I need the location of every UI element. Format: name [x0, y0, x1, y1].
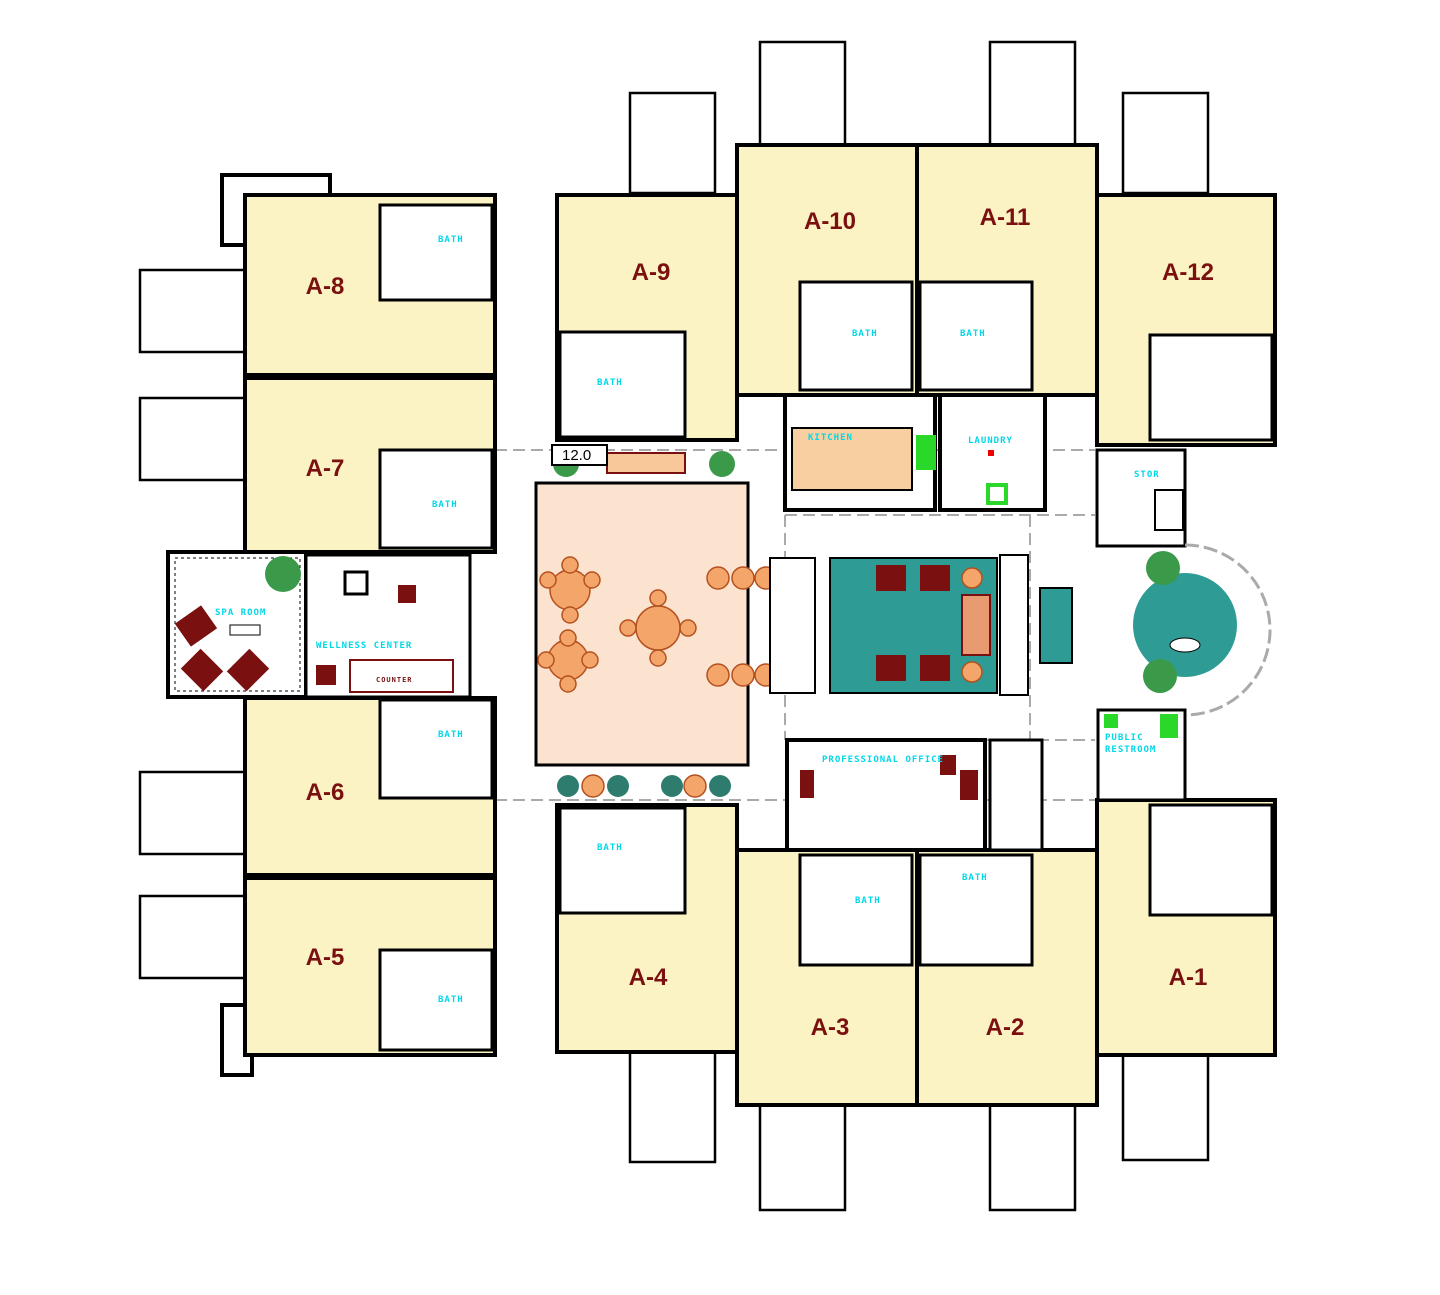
room-labels: BATH BATH BATH BATH BATH BATH BATH BATH …	[215, 235, 1160, 1005]
bath-label: BATH	[432, 500, 458, 510]
unit-label-A-10: A-10	[804, 208, 856, 235]
unit-A-10[interactable]	[735, 143, 919, 397]
restroom-label-1: PUBLIC	[1105, 733, 1144, 743]
bath-label: BATH	[852, 329, 878, 339]
counter-label: COUNTER	[376, 676, 413, 684]
laundry-label: LAUNDRY	[968, 436, 1013, 446]
spa-room-label: SPA ROOM	[215, 608, 266, 618]
unit-label-A-5: A-5	[306, 944, 345, 971]
unit-label-A-11: A-11	[980, 204, 1031, 231]
wellness-center[interactable]	[304, 553, 472, 699]
unit-A-7[interactable]	[243, 376, 497, 554]
unit-labels: A-8 A-7 A-6 A-5 A-9 A-4 A-10 A-11 A-3 A-…	[306, 204, 1214, 1041]
balconies	[138, 40, 1210, 1212]
laundry[interactable]	[938, 393, 1047, 512]
bath-label: BATH	[438, 730, 464, 740]
spa-room[interactable]	[166, 550, 308, 699]
unit-label-A-2: A-2	[986, 1014, 1025, 1041]
unit-A-8[interactable]	[243, 193, 497, 377]
living-room[interactable]	[769, 554, 1073, 696]
bath-label: BATH	[597, 378, 623, 388]
office-label: PROFESSIONAL OFFICE	[822, 755, 944, 765]
bath-label: BATH	[438, 235, 464, 245]
unit-A-4[interactable]	[555, 803, 739, 1054]
unit-label-A-3: A-3	[811, 1014, 850, 1041]
unit-A-5[interactable]	[243, 876, 497, 1057]
unit-A-1[interactable]	[1095, 798, 1277, 1057]
unit-label-A-1: A-1	[1169, 964, 1208, 991]
unit-A-6[interactable]	[243, 696, 497, 877]
unit-label-A-9: A-9	[632, 259, 671, 286]
unit-A-3[interactable]	[735, 848, 919, 1107]
bath-label: BATH	[855, 896, 881, 906]
bath-label: BATH	[962, 873, 988, 883]
unit-label-A-8: A-8	[306, 273, 345, 300]
bath-label: BATH	[438, 995, 464, 1005]
unit-label-A-7: A-7	[306, 455, 345, 482]
dining-room[interactable]	[534, 444, 778, 798]
dimension-label: 12.0	[562, 447, 591, 464]
restroom-label-2: RESTROOM	[1105, 745, 1156, 755]
bath-label: BATH	[597, 843, 623, 853]
public-restroom[interactable]	[1096, 708, 1187, 802]
kitchen-label: KITCHEN	[808, 433, 853, 443]
unit-A-2[interactable]	[915, 848, 1099, 1107]
kitchen[interactable]	[783, 393, 937, 512]
unit-label-A-6: A-6	[306, 779, 345, 806]
storage-label: STOR	[1134, 470, 1160, 480]
patio	[1133, 543, 1272, 717]
unit-A-12[interactable]	[1095, 193, 1277, 447]
unit-A-11[interactable]	[915, 143, 1099, 397]
wellness-center-label: WELLNESS CENTER	[316, 641, 412, 651]
unit-label-A-12: A-12	[1162, 259, 1214, 286]
unit-A-9[interactable]	[555, 193, 739, 442]
unit-label-A-4: A-4	[629, 964, 668, 991]
storage-room[interactable]	[1095, 448, 1187, 548]
bath-label: BATH	[960, 329, 986, 339]
professional-office[interactable]	[785, 738, 1044, 852]
